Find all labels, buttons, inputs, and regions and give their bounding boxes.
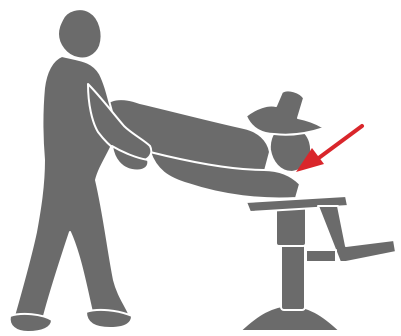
chair-lower-column xyxy=(281,240,305,310)
chair-lever-bracket xyxy=(306,250,336,262)
standing-person-back-shoe xyxy=(10,314,52,332)
standing-person-front-shoe xyxy=(86,310,132,328)
standing-person-head xyxy=(58,9,102,58)
